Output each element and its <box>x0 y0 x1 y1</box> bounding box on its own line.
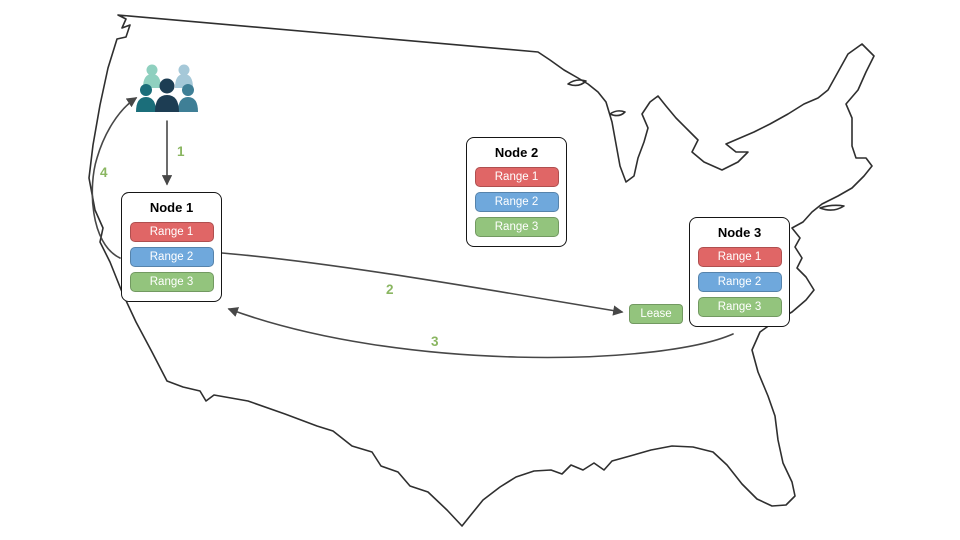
range-badge: Range 1 <box>697 247 782 267</box>
users-group-icon <box>136 64 198 112</box>
node-title: Node 2 <box>494 145 539 160</box>
node-card-2: Node 2 Range 1 Range 2 Range 3 <box>466 137 567 247</box>
node-card-3: Node 3 Range 1 Range 2 Range 3 <box>689 217 790 327</box>
node-title: Node 3 <box>717 225 762 240</box>
lease-badge: Lease <box>629 304 683 324</box>
node-card-1: Node 1 Range 1 Range 2 Range 3 <box>121 192 222 302</box>
step-number-1: 1 <box>177 144 185 159</box>
step-number-3: 3 <box>431 334 439 349</box>
lake-island <box>567 79 587 87</box>
arrow-step-2 <box>221 252 624 316</box>
node-title: Node 1 <box>149 200 194 215</box>
range-badge: Range 3 <box>129 272 214 292</box>
us-map-outline <box>88 14 875 527</box>
range-badge: Range 2 <box>129 247 214 267</box>
range-badge: Range 3 <box>474 217 559 237</box>
range-badge: Range 1 <box>129 222 214 242</box>
arrow-step-4 <box>91 97 138 259</box>
range-badge: Range 2 <box>697 272 782 292</box>
lake-island <box>609 110 626 117</box>
arrow-step-3 <box>227 307 734 359</box>
range-badge: Range 3 <box>697 297 782 317</box>
step-number-2: 2 <box>386 282 394 297</box>
step-number-4: 4 <box>100 165 108 180</box>
long-island <box>819 204 845 211</box>
range-badge: Range 1 <box>474 167 559 187</box>
range-badge: Range 2 <box>474 192 559 212</box>
